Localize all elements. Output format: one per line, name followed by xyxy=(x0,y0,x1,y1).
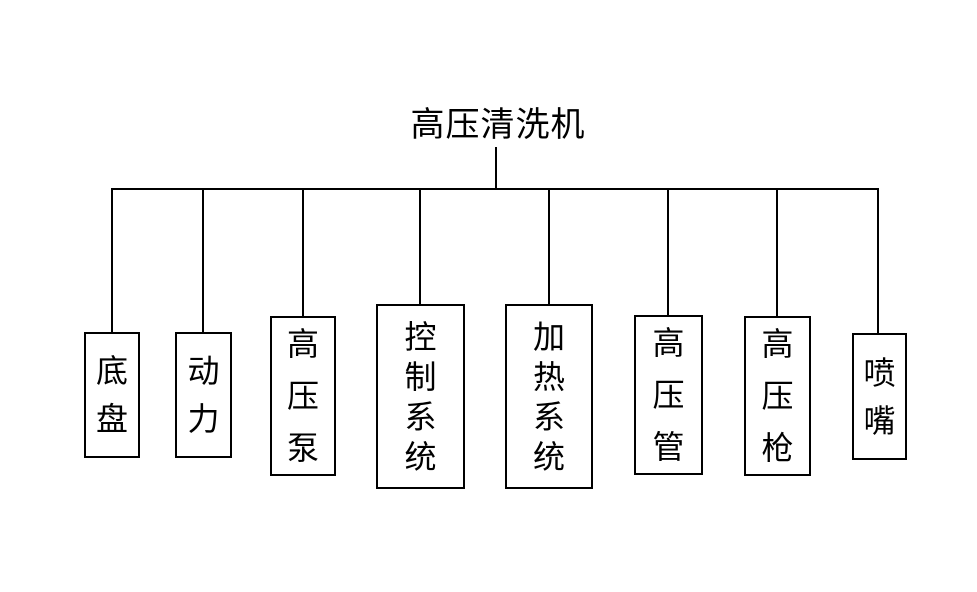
node-high-pressure-gun: 高 压 枪 xyxy=(744,316,811,476)
node-chassis: 底 盘 xyxy=(84,332,140,458)
root-trunk-line xyxy=(495,147,497,189)
node-label: 高 压 泵 xyxy=(286,326,319,466)
connector-line-nozzle xyxy=(877,189,879,333)
connector-line-chassis xyxy=(111,189,113,332)
node-label: 加 热 系 统 xyxy=(532,318,565,475)
node-nozzle: 喷 嘴 xyxy=(852,333,907,460)
node-label: 喷 嘴 xyxy=(863,354,896,439)
horizontal-connector-line xyxy=(111,188,879,190)
node-label: 底 盘 xyxy=(95,353,128,437)
connector-line-high-pressure-pump xyxy=(302,189,304,316)
diagram-root-title: 高压清洗机 xyxy=(410,106,586,144)
node-high-pressure-pipe: 高 压 管 xyxy=(634,315,703,475)
connector-line-high-pressure-gun xyxy=(776,189,778,316)
node-label: 高 压 管 xyxy=(652,325,685,465)
node-high-pressure-pump: 高 压 泵 xyxy=(270,316,336,476)
node-label: 控 制 系 统 xyxy=(404,318,437,475)
node-control-system: 控 制 系 统 xyxy=(376,304,465,489)
connector-line-high-pressure-pipe xyxy=(667,189,669,315)
node-power: 动 力 xyxy=(175,332,232,458)
node-label: 高 压 枪 xyxy=(761,326,794,466)
node-label: 动 力 xyxy=(187,353,220,437)
connector-line-control-system xyxy=(419,189,421,304)
node-heating-system: 加 热 系 统 xyxy=(505,304,593,489)
connector-line-power xyxy=(202,189,204,332)
connector-line-heating-system xyxy=(548,189,550,304)
